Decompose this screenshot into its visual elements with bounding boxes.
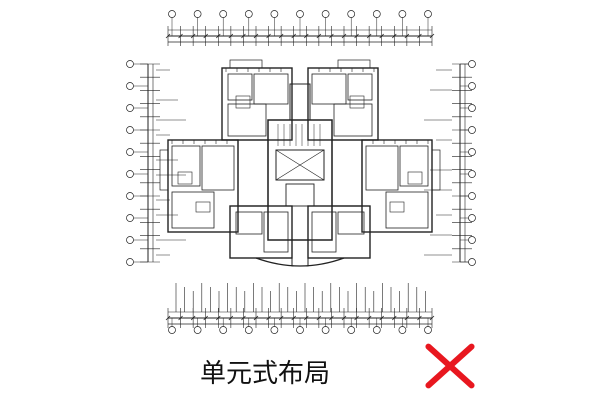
red-cross-icon [424,342,476,390]
top-dimension-bar [165,10,435,46]
left-dimension-bar [126,60,186,266]
layout-caption: 单元式布局 [200,359,331,389]
right-dimension-bar [424,60,476,266]
bottom-dimension-bar [165,283,435,334]
building-footprint [159,59,441,267]
